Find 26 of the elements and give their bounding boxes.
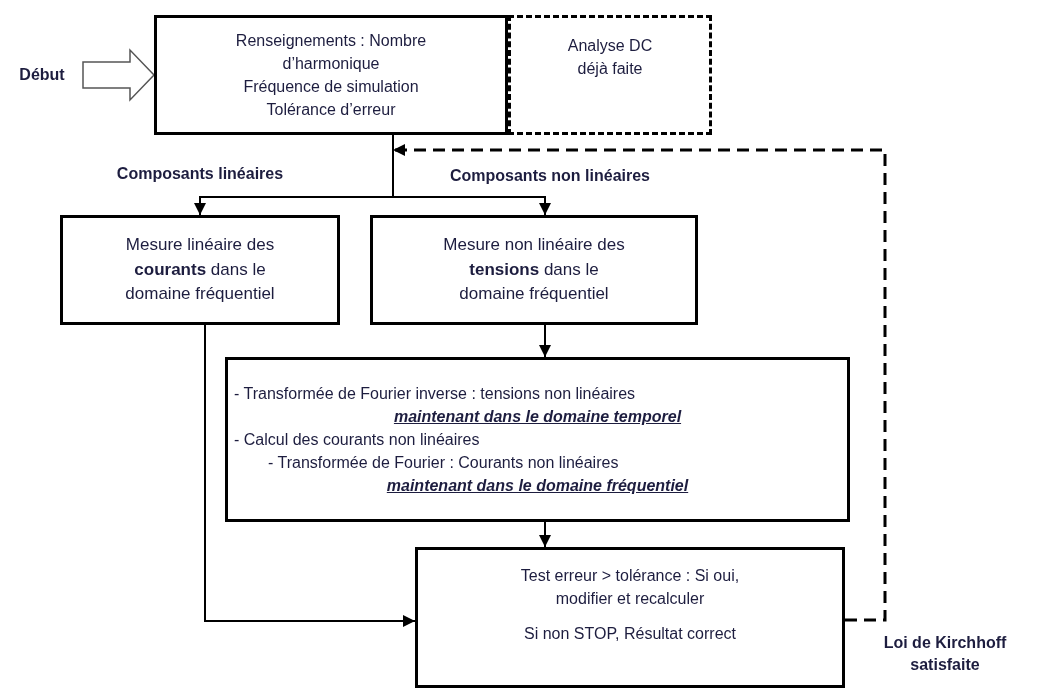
box-text: Test erreur > tolérance : Si oui, modifier et recalculer xyxy=(519,566,741,610)
process-box xyxy=(415,547,845,688)
box-text: Fréquence de simulation xyxy=(243,77,419,97)
arrow xyxy=(539,324,551,358)
arrow xyxy=(539,521,551,548)
box-text: Mesure linéaire des courants dans le domaine fréquentiel xyxy=(124,234,276,306)
block-arrow xyxy=(82,48,156,102)
process-box xyxy=(154,15,508,135)
box-text: - Transformée de Fourier inverse : tensions non linéaires xyxy=(234,383,636,404)
process-box xyxy=(60,215,340,325)
note-box xyxy=(508,15,712,135)
box-text: Renseignements : Nombre d’harmonique xyxy=(234,30,428,74)
box-text: maintenant dans le domaine fréquentiel xyxy=(386,476,689,497)
box-text: - Transformée de Fourier : Courants non linéaires xyxy=(267,453,619,474)
process-box xyxy=(370,215,698,325)
process-box xyxy=(225,357,850,522)
box-text: - Calcul des courants non linéaires xyxy=(234,429,480,450)
box-text: maintenant dans le domaine temporel xyxy=(393,406,682,427)
box-text: Tolérance d’erreur xyxy=(266,100,396,121)
box-text: Analyse DC déjà faite xyxy=(566,36,654,80)
box-text: Mesure non linéaire des tensions dans le domaine fréquentiel xyxy=(442,234,626,306)
arrow xyxy=(204,324,416,627)
start-label: Début xyxy=(6,62,78,88)
box-text: Si non STOP, Résultat correct xyxy=(524,624,736,645)
arrow xyxy=(392,134,551,216)
dashed-arrow xyxy=(393,144,887,622)
